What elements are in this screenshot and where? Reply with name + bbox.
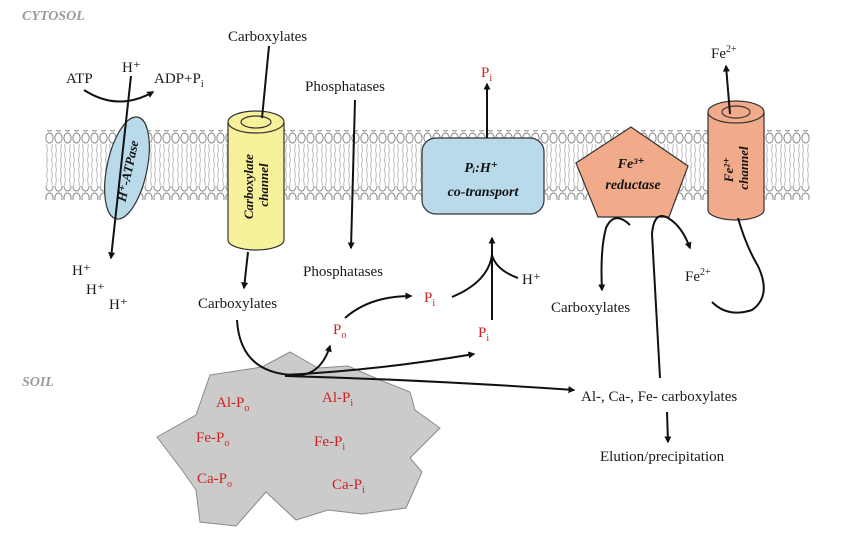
fe-channel-label: Fe²⁺ channel (721, 146, 751, 190)
h-top-label: H⁺ (122, 60, 141, 76)
carboxylates-right-label: Carboxylates (551, 300, 630, 316)
reductase-carboxylate-arrow (598, 217, 631, 292)
elution-arrow (664, 411, 672, 444)
carboxylate-channel-label: Carboxylate channel (241, 151, 271, 219)
h-out-1: H⁺ (72, 263, 91, 279)
po-label: Po (333, 322, 346, 341)
soil-particle (156, 351, 441, 527)
fe-loop-curve (711, 217, 765, 314)
atp-label: ATP (66, 71, 93, 87)
h-out-3: H⁺ (109, 297, 128, 313)
cotransport-label: Pᵢ:H⁺ co-transport (448, 161, 520, 200)
soil-to-complex-arrow (284, 375, 576, 394)
soil-ca-po: Ca-Po (197, 471, 232, 490)
reductase-label: Fe³⁺ reductase (605, 157, 660, 193)
fe2-mid-label: Fe2+ (685, 267, 711, 285)
h-out-2: H⁺ (86, 282, 105, 298)
phosphatases-top-label: Phosphatases (305, 79, 385, 95)
soil-al-pi: Al-Pi (322, 390, 353, 409)
pi-mid-label: Pi (424, 290, 435, 309)
carboxylate-channel: Carboxylate channel (227, 110, 285, 251)
carboxylates-top-label: Carboxylates (228, 29, 307, 45)
soil-to-pi-arrow (284, 351, 476, 376)
pi-h-cotransport: Pᵢ:H⁺ co-transport (421, 137, 545, 215)
phosphatase-arrow (347, 99, 356, 250)
fe-uptake-arrow (722, 64, 731, 115)
adp-label: ADP+Pi (154, 71, 204, 90)
fe2-channel: Fe²⁺ channel (707, 100, 765, 221)
fe3-reductase: Fe³⁺ reductase (575, 126, 689, 218)
h-plus-right-label: H⁺ (522, 272, 541, 288)
soil-label: SOIL (22, 375, 54, 390)
soil-al-po: Al-Po (216, 395, 249, 414)
pi-join-left (451, 254, 493, 298)
carboxylate-exit-arrow (241, 251, 249, 290)
atp-arrow (83, 89, 155, 103)
h-pump-line (108, 75, 132, 260)
carboxylates-bottom-label: Carboxylates (198, 296, 277, 312)
phosphatases-bottom-label: Phosphatases (303, 264, 383, 280)
soil-compounds: Al-Po Al-Pi Fe-Po Fe-Pi Ca-Po Ca-Pi (196, 390, 365, 496)
pi-top-label: Pi (481, 65, 492, 84)
po-to-pi-arrow (344, 292, 413, 319)
reductase-fe-arrow (650, 215, 692, 379)
soil-fe-po: Fe-Po (196, 430, 229, 449)
h-join-right (491, 254, 519, 279)
elution-label: Elution/precipitation (600, 449, 725, 465)
pi-low-label: Pi (478, 325, 489, 344)
soil-fe-pi: Fe-Pi (314, 434, 345, 453)
soil-ca-pi: Ca-Pi (332, 477, 365, 496)
cytosol-label: CYTOSOL (22, 9, 85, 24)
al-ca-fe-label: Al-, Ca-, Fe- carboxylates (581, 389, 737, 405)
carboxylate-entry-line (261, 45, 270, 119)
fe2-top-label: Fe2+ (711, 44, 737, 62)
